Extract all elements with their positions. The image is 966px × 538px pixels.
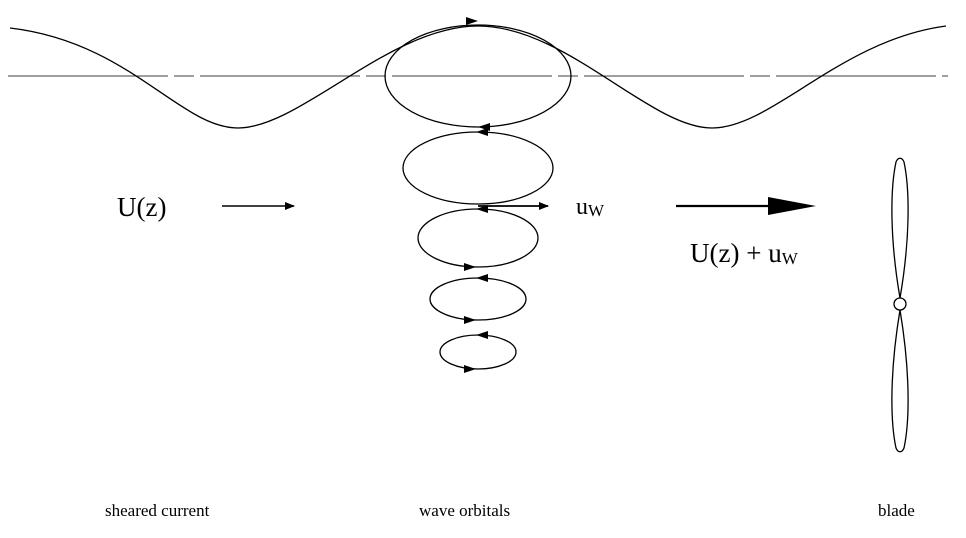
blade-upper — [891, 157, 909, 299]
caption-sheared-current: sheared current — [105, 501, 210, 520]
orbital-3-arrow — [476, 205, 488, 213]
orbital-1-arrow — [466, 17, 478, 25]
caption-blade: blade — [878, 501, 915, 520]
blade-hub — [893, 297, 907, 311]
combined-velocity-arrowhead — [768, 197, 816, 215]
orbital-2-arrow — [476, 128, 488, 136]
combined-velocity-main: U(z) + u — [690, 238, 782, 268]
free-surface-wave — [9, 25, 947, 129]
wave-velocity-main: u — [576, 194, 588, 220]
wave-velocity-label: uW — [576, 194, 605, 220]
orbital-5 — [439, 334, 517, 370]
caption-wave-orbitals: wave orbitals — [419, 501, 510, 520]
wave-velocity-sub: W — [588, 201, 605, 220]
combined-velocity-label: U(z) + uW — [690, 238, 799, 268]
orbital-3-arrow-bottom — [464, 263, 476, 271]
current-label: U(z) — [117, 192, 166, 222]
orbital-3 — [417, 208, 539, 268]
orbital-4-arrow — [476, 274, 488, 282]
orbital-5-arrow-bottom — [464, 365, 476, 373]
orbital-5-arrow — [476, 331, 488, 339]
orbital-4 — [429, 277, 527, 321]
combined-velocity-sub: W — [782, 249, 799, 268]
wave-orbitals — [384, 17, 572, 373]
orbital-2 — [402, 131, 554, 205]
blade-lower — [891, 309, 909, 453]
orbital-4-arrow-bottom — [464, 316, 476, 324]
blade — [891, 157, 909, 453]
